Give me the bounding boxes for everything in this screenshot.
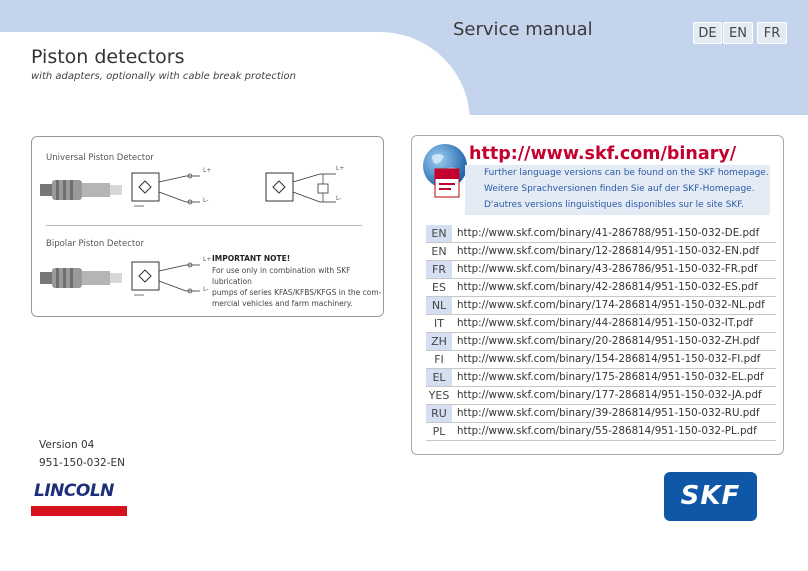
important-note-title: IMPORTANT NOTE! [212,254,291,263]
language-row[interactable]: PL http://www.skf.com/binary/55-286814/95… [426,423,776,441]
pdf-link[interactable]: http://www.skf.com/binary/20-286814/951-… [457,335,760,347]
language-code: ZH [426,333,452,350]
bipolar-sensor-schematic [131,261,200,296]
pdf-link[interactable]: http://www.skf.com/binary/174-286814/951… [457,299,765,311]
language-row[interactable]: ZH http://www.skf.com/binary/20-286814/95… [426,333,776,351]
language-code: PL [432,425,446,438]
important-note-text: For use only in combination with SKF lub… [212,265,384,309]
pdf-link[interactable]: http://www.skf.com/binary/12-286814/951-… [457,245,759,257]
pdf-link[interactable]: http://www.skf.com/binary/43-286786/951-… [457,263,758,275]
document-number: 951-150-032-EN [39,457,125,469]
version-label: Version 04 [39,439,95,451]
language-code: ES [432,281,446,294]
bipolar-detector-image [40,268,122,288]
language-code: YES [428,389,450,402]
pdf-link[interactable]: http://www.skf.com/binary/177-286814/951… [457,389,762,401]
info-line-en: Further language versions can be found o… [484,168,769,178]
language-de[interactable]: DE [693,22,722,44]
language-versions-panel: http://www.skf.com/binary/ Further langu… [411,135,784,455]
skf-binary-url-link[interactable]: http://www.skf.com/binary/ [469,144,737,164]
wire-label: L- [203,286,209,293]
document-title: Piston detectors [31,46,185,68]
language-row[interactable]: YES http://www.skf.com/binary/177-286814/… [426,387,776,405]
wire-label: L+ [203,167,212,174]
language-fr[interactable]: FR [757,22,787,44]
skf-logo: SKF [664,472,757,521]
universal-detector-label: Universal Piston Detector [46,153,154,163]
note-line: mercial vehicles and farm machinery. [212,299,353,308]
pdf-link[interactable]: http://www.skf.com/binary/42-286814/951-… [457,281,758,293]
wire-label: L+ [203,256,212,263]
wire-label: L- [336,195,342,202]
universal-detector-image [40,180,122,200]
language-code: FI [434,353,444,366]
language-code: NL [426,297,452,314]
pdf-link[interactable]: http://www.skf.com/binary/44-286814/951-… [457,317,753,329]
language-row[interactable]: ES http://www.skf.com/binary/42-286814/95… [426,279,776,297]
language-row[interactable]: EL http://www.skf.com/binary/175-286814/9… [426,369,776,387]
note-line: For use only in combination with SKF lub… [212,266,351,286]
pdf-link[interactable]: http://www.skf.com/binary/55-286814/951-… [457,425,757,437]
cable-break-sensor-schematic [265,172,336,203]
header-white-curve [0,32,470,142]
pdf-link[interactable]: http://www.skf.com/binary/175-286814/951… [457,371,764,383]
detector-diagram-panel: Universal Piston Detector L+ L- L+ L- [31,136,384,317]
language-code: EN [431,245,447,258]
info-box: Further language versions can be found o… [465,165,770,215]
language-en[interactable]: EN [723,22,753,44]
panel-divider [46,225,362,226]
language-row[interactable]: EN http://www.skf.com/binary/41-286788/95… [426,225,776,243]
language-code: IT [434,317,444,330]
language-row[interactable]: NL http://www.skf.com/binary/174-286814/9… [426,297,776,315]
language-code: FR [426,261,452,278]
wire-label: L- [203,197,209,204]
info-line-fr: D'autres versions linguistiques disponib… [484,200,744,210]
lincoln-logo: LINCOLN [34,481,114,501]
pdf-link[interactable]: http://www.skf.com/binary/154-286814/951… [457,353,761,365]
language-row[interactable]: RU http://www.skf.com/binary/39-286814/95… [426,405,776,423]
bipolar-detector-label: Bipolar Piston Detector [46,239,144,249]
service-manual-title: Service manual [453,19,593,40]
document-subtitle: with adapters, optionally with cable bre… [31,71,296,82]
pdf-link[interactable]: http://www.skf.com/binary/39-286814/951-… [457,407,760,419]
language-row[interactable]: FR http://www.skf.com/binary/43-286786/95… [426,261,776,279]
lincoln-logo-bar [31,506,127,516]
universal-sensor-schematic [131,172,200,207]
language-row[interactable]: IT http://www.skf.com/binary/44-286814/95… [426,315,776,333]
language-code: EN [426,225,452,242]
info-line-de: Weitere Sprachversionen finden Sie auf d… [484,184,755,194]
note-line: pumps of series KFAS/KFBS/KFGS in the co… [212,288,382,297]
pdf-icon [434,168,460,198]
language-row[interactable]: EN http://www.skf.com/binary/12-286814/95… [426,243,776,261]
language-row[interactable]: FI http://www.skf.com/binary/154-286814/9… [426,351,776,369]
pdf-link[interactable]: http://www.skf.com/binary/41-286788/951-… [457,227,760,239]
skf-logo-text: SKF [680,481,741,511]
language-code: RU [426,405,452,422]
wire-label: L+ [336,165,345,172]
language-code: EL [426,369,452,386]
